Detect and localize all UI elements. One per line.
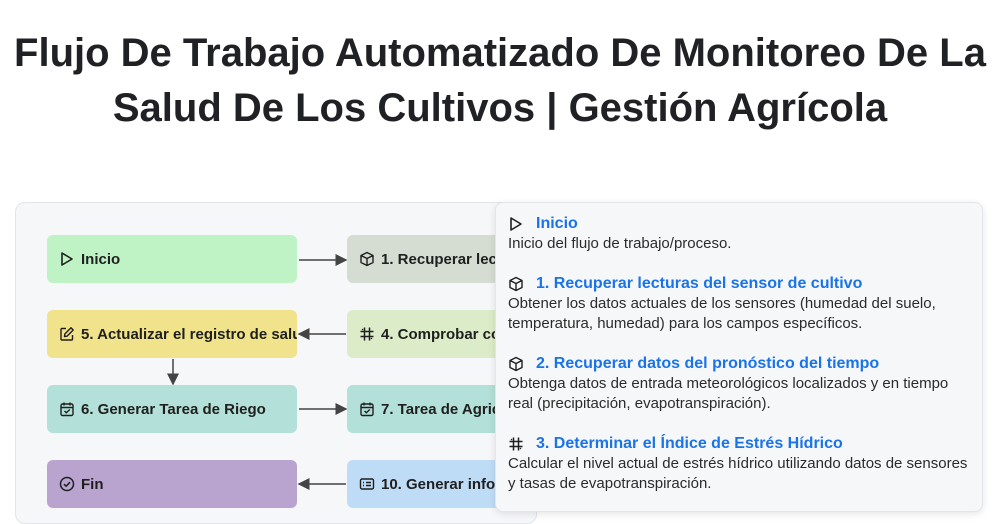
cube-icon <box>509 276 523 292</box>
node-inicio[interactable]: Inicio <box>47 235 297 283</box>
detail-description: Obtenga datos de entrada meteorológicos … <box>508 375 949 412</box>
detail-title-link[interactable]: 1. Recuperar lecturas del sensor de cult… <box>536 275 863 292</box>
detail-item-1: 1. Recuperar lecturas del sensor de cult… <box>508 274 970 334</box>
detail-description: Obtener los datos actuales de los sensor… <box>508 295 936 332</box>
detail-item-2: 2. Recuperar datos del pronóstico del ti… <box>508 354 970 414</box>
calendar-check-icon <box>60 402 74 417</box>
node-6-label: 6. Generar Tarea de Riego <box>81 400 266 418</box>
detail-title-link[interactable]: Inicio <box>536 215 578 232</box>
detail-item-inicio: Inicio Inicio del flujo de trabajo/proce… <box>508 214 970 254</box>
node-5[interactable]: 5. Actualizar el registro de salud <box>47 310 297 358</box>
hash-icon <box>360 327 374 341</box>
edit-icon <box>60 327 74 341</box>
node-fin[interactable]: Fin <box>47 460 297 508</box>
detail-description: Calcular el nivel actual de estrés hídri… <box>508 455 968 492</box>
hash-icon <box>509 437 523 451</box>
workflow-canvas[interactable]: Inicio 1. Recuperar lecturas del sensor … <box>15 202 537 524</box>
check-circle-icon <box>59 476 75 492</box>
node-fin-label: Fin <box>81 475 104 493</box>
calendar-check-icon <box>360 402 374 417</box>
detail-title-link[interactable]: 2. Recuperar datos del pronóstico del ti… <box>536 355 880 372</box>
page-title: Flujo De Trabajo Automatizado De Monitor… <box>14 31 986 130</box>
details-panel[interactable]: Inicio Inicio del flujo de trabajo/proce… <box>495 202 983 512</box>
list-card-icon <box>359 478 375 490</box>
node-10-label: 10. Generar informe <box>381 475 523 493</box>
cube-icon <box>360 251 374 267</box>
node-5-label: 5. Actualizar el registro de salud <box>81 325 297 343</box>
play-icon <box>61 252 73 266</box>
cube-icon <box>509 356 523 372</box>
detail-item-3: 3. Determinar el Índice de Estrés Hídric… <box>508 434 970 494</box>
node-inicio-label: Inicio <box>81 250 121 268</box>
edges-layer <box>167 254 348 490</box>
detail-title-link[interactable]: 3. Determinar el Índice de Estrés Hídric… <box>536 435 843 452</box>
node-6[interactable]: 6. Generar Tarea de Riego <box>47 385 297 433</box>
detail-description: Inicio del flujo de trabajo/proceso. <box>508 235 732 252</box>
play-icon <box>510 217 522 231</box>
